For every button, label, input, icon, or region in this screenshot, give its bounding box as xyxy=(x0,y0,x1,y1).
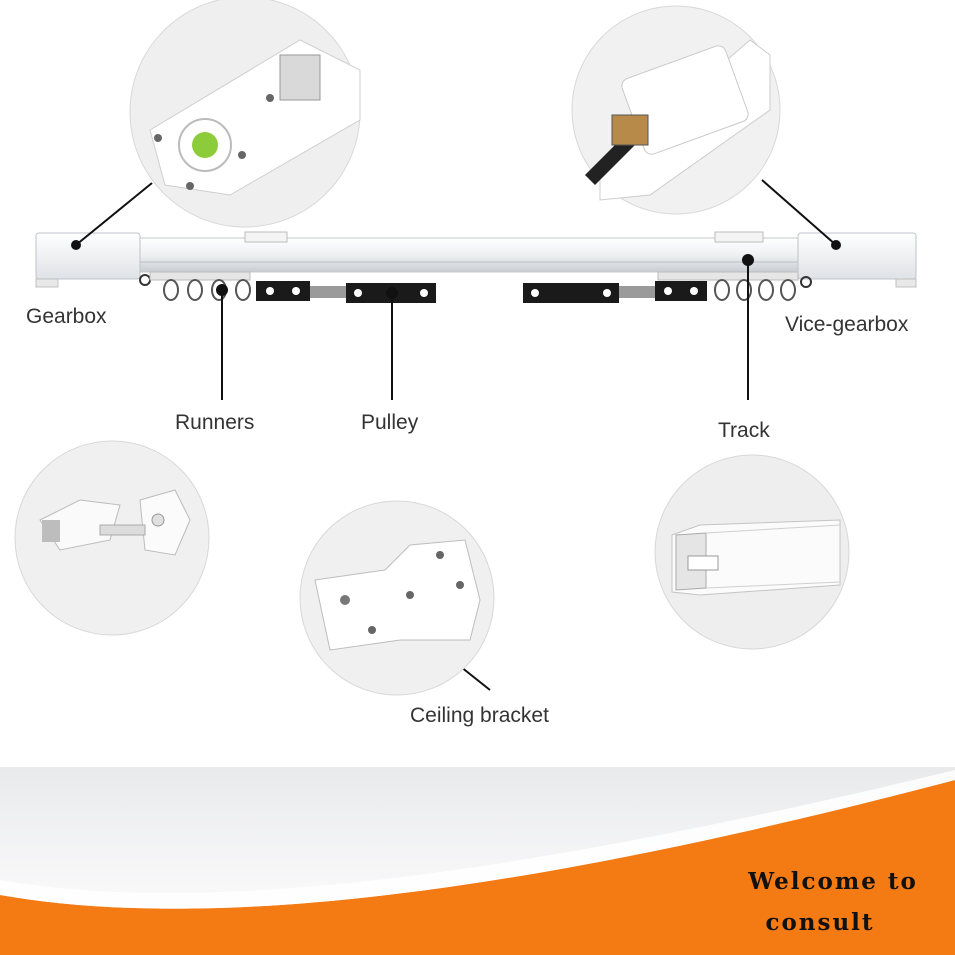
runner-detail-circle xyxy=(14,440,210,636)
leader-lines xyxy=(75,179,837,691)
pulley-left xyxy=(256,281,436,303)
gearbox-label: Gearbox xyxy=(26,305,107,328)
track-rail xyxy=(119,231,821,273)
runners-left xyxy=(149,271,251,301)
pulley-label: Pulley xyxy=(361,411,419,434)
runners-label: Runners xyxy=(175,411,255,434)
gearbox-end xyxy=(35,232,151,288)
ceiling-bracket-detail-circle xyxy=(299,500,495,696)
track-label: Track xyxy=(718,419,770,442)
promo-banner xyxy=(0,767,955,955)
vice-gearbox-end xyxy=(797,232,917,288)
banner-orange-wave xyxy=(0,780,955,955)
ceiling-bracket-label: Ceiling bracket xyxy=(410,704,549,727)
vice-gearbox-label: Vice-gearbox xyxy=(785,313,909,336)
vice-gearbox-detail-circle xyxy=(571,5,781,215)
track-profile-detail-circle xyxy=(654,454,850,650)
welcome-line-2: consult xyxy=(765,909,875,936)
pulley-right xyxy=(523,281,707,303)
welcome-line-1: Welcome to xyxy=(748,868,918,895)
gearbox-detail-circle xyxy=(129,0,361,228)
runners-right xyxy=(657,271,799,301)
